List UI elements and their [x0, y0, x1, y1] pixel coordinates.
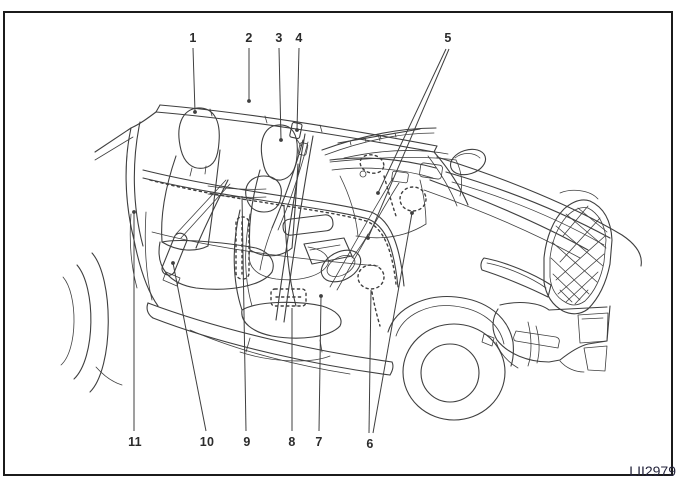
- callout-3: 3: [275, 31, 283, 45]
- dash-airbag-dotted-circle: [399, 186, 427, 212]
- headlight: [480, 257, 552, 298]
- under-seat-dotted-outline: [270, 288, 307, 307]
- rear-wheel-arches: [60, 252, 123, 393]
- knee-airbag-dotted-circle: [357, 264, 385, 290]
- curtain-airbag-dotted-line: [149, 179, 397, 285]
- callout-6: 6: [366, 437, 374, 451]
- callout-4: 4: [295, 31, 303, 45]
- front-passenger-seat: [248, 124, 329, 281]
- callout-1: 1: [189, 31, 197, 45]
- roof: [130, 104, 438, 153]
- callout-10: 10: [199, 435, 215, 449]
- rear-cab-wall: [125, 121, 159, 307]
- callout-8: 8: [288, 435, 296, 449]
- bed-rail: [94, 127, 134, 161]
- front-bumper: [492, 301, 611, 373]
- leader-lines: [132, 47, 450, 434]
- center-console: [282, 214, 353, 265]
- hood: [423, 156, 642, 267]
- callout-7: 7: [315, 435, 323, 449]
- grille: [543, 199, 613, 315]
- rear-seat: [158, 107, 274, 290]
- cab-frame: [142, 133, 405, 376]
- windshield-wiper: [321, 127, 469, 207]
- side-mirror: [449, 148, 487, 176]
- driver-seat: [233, 175, 342, 362]
- callout-11: 11: [128, 435, 142, 449]
- figure-code: LII2979: [629, 463, 676, 479]
- figure-border: [3, 11, 673, 476]
- callout-5: 5: [444, 31, 452, 45]
- callout-9: 9: [243, 435, 251, 449]
- front-wheel: [387, 295, 540, 421]
- callout-2: 2: [245, 31, 253, 45]
